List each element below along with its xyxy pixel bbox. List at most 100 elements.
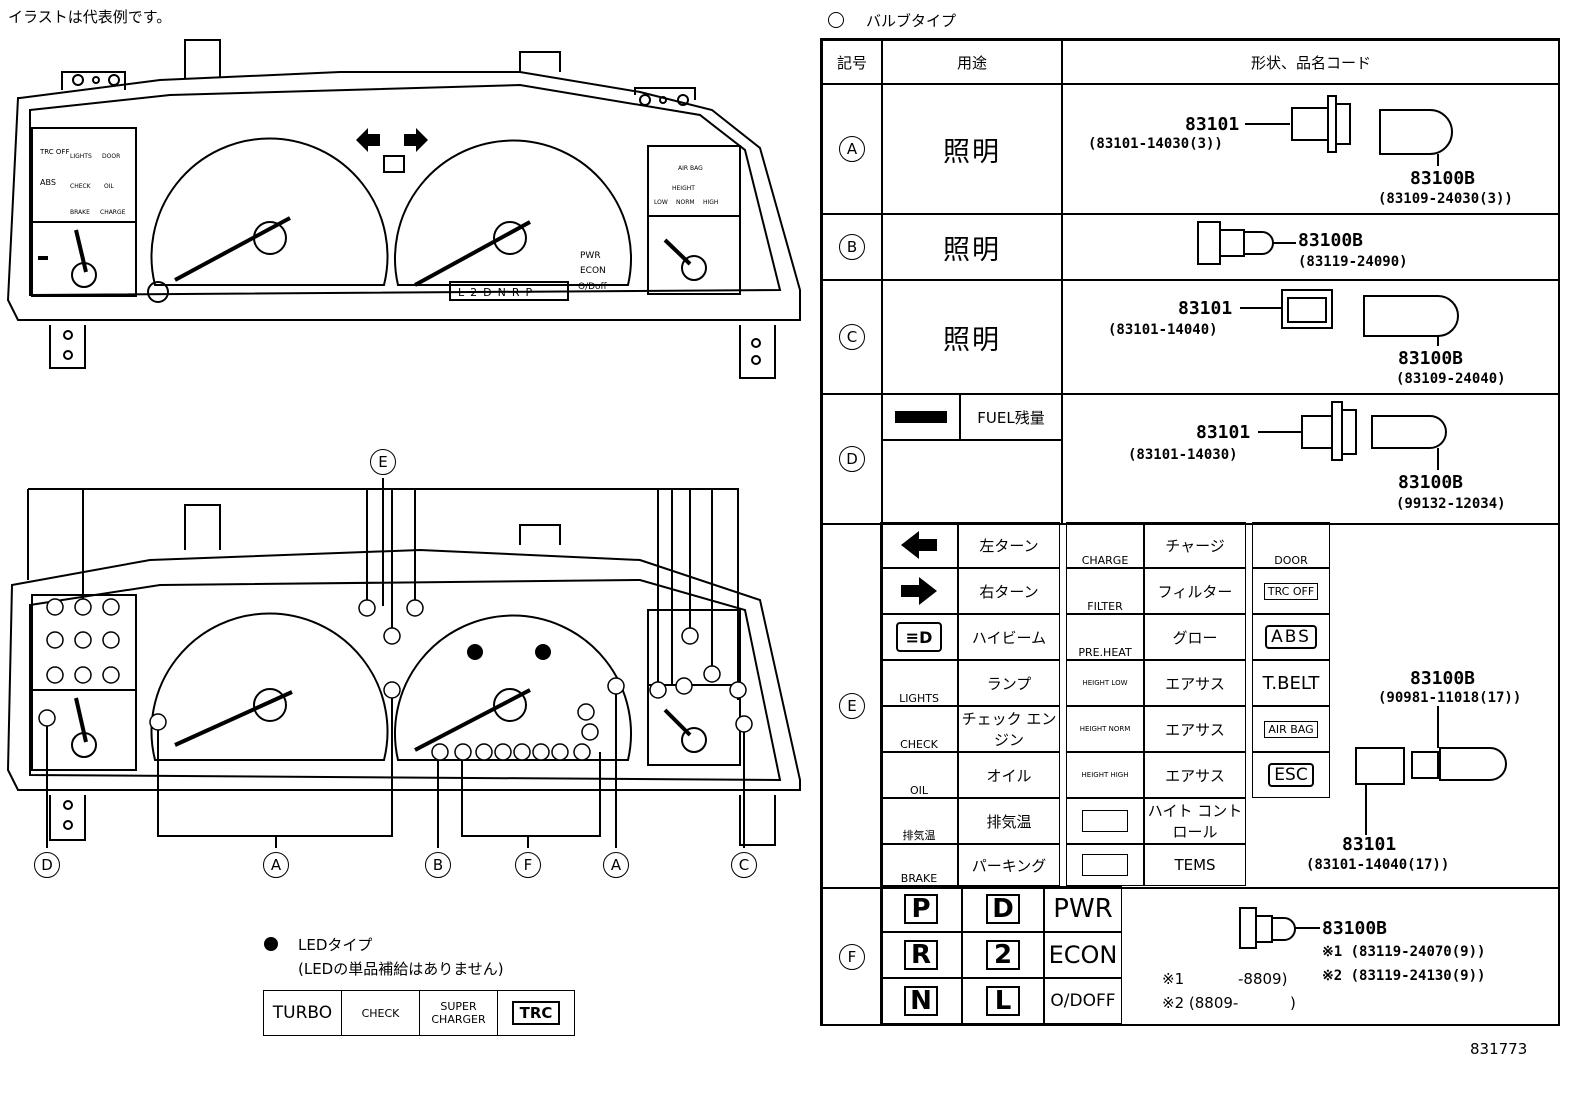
row-c-shape (1062, 280, 1560, 394)
f-cell-l: L (962, 978, 1044, 1024)
callout-e: E (370, 449, 396, 475)
c-part2: 83100B (1398, 348, 1464, 369)
d-part1: 83101 (1196, 422, 1251, 443)
callout-a-left: A (263, 852, 289, 878)
cluster-illustration-top: PWR ECON O/Doff L2DNRP TRC OFF ABS LIGHT… (6, 39, 801, 379)
led-trc: TRC (511, 1001, 561, 1025)
row-b-shape (1062, 214, 1560, 280)
airbag-label: AIR BAG (678, 165, 703, 172)
e-icon-height-norm: HEIGHT NORM (1066, 706, 1144, 752)
e-label-1: 右ターン (958, 568, 1060, 614)
e-icon-trc-off: TRC OFF (1252, 568, 1330, 614)
e-label2-5: エアサス (1144, 752, 1246, 798)
f-cell-n: N (880, 978, 962, 1024)
e-icon-charge: CHARGE (1066, 522, 1144, 568)
e-label2-0: チャージ (1144, 522, 1246, 568)
f-cell-p: P (880, 886, 962, 932)
callout-b: B (425, 852, 451, 878)
led-turbo: TURBO (264, 991, 342, 1035)
illustration-note: イラストは代表例です。 (8, 8, 172, 26)
th-symbol: 記号 (822, 40, 882, 84)
lights-label: LIGHTS (70, 153, 92, 160)
charge-label: CHARGE (100, 209, 126, 216)
d-code1: (83101-14030) (1128, 447, 1238, 463)
high-label: HIGH (703, 199, 718, 206)
e-label2-4: エアサス (1144, 706, 1246, 752)
row-d-shape (1062, 394, 1560, 524)
row-c-usage: 照明 (882, 280, 1062, 394)
e-label2-7: TEMS (1144, 844, 1246, 886)
e-icon-left-turn (880, 522, 958, 568)
b-code2: (83119-24090) (1298, 254, 1408, 270)
c-code2: (83109-24040) (1396, 371, 1506, 387)
e-code2: (90981-11018(17)) (1378, 690, 1522, 706)
e-icon-door: DOOR (1252, 522, 1330, 568)
th-shape: 形状、品名コード (1062, 40, 1560, 84)
oil-label: OIL (104, 183, 114, 190)
d-code2: (99132-12034) (1396, 496, 1506, 512)
row-f-body (882, 888, 1560, 1026)
e-icon-height-control (1066, 798, 1144, 844)
row-d-empty (882, 440, 1062, 524)
f-note1: ※1 (1162, 970, 1185, 988)
row-b-symbol: B (822, 214, 882, 280)
e-icon-brake: BRAKE (880, 844, 958, 886)
e-icon-airbag: AIR BAG (1252, 706, 1330, 752)
led-check: CHECK (342, 991, 420, 1035)
row-a-shape (1062, 84, 1560, 214)
e-label2-3: エアサス (1144, 660, 1246, 706)
e-icon-highbeam: ≡D (880, 614, 958, 660)
row-d-usage: FUEL残量 (960, 394, 1062, 440)
e-icon-filter: FILTER (1066, 568, 1144, 614)
e-icon-tems (1066, 844, 1144, 886)
f-cell-r: R (880, 932, 962, 978)
c-code1: (83101-14040) (1108, 322, 1218, 338)
f-code1: ※1 (83119-24070(9)) (1322, 944, 1486, 960)
e-code1: (83101-14040(17)) (1306, 857, 1450, 873)
e-label-5: オイル (958, 752, 1060, 798)
e-label2-6: ハイト コントロール (1144, 798, 1246, 844)
f-part2: 83100B (1322, 918, 1388, 939)
e-label-6: 排気温 (958, 798, 1060, 844)
e-label-0: 左ターン (958, 522, 1060, 568)
led-trc-wrap: TRC (498, 991, 574, 1035)
door-label: DOOR (102, 153, 120, 160)
callout-f: F (515, 852, 541, 878)
e-icon-right-turn (880, 568, 958, 614)
f-range1: -8809) (1238, 970, 1288, 988)
height-label: HEIGHT (672, 185, 695, 192)
e-icon-height-low: HEIGHT LOW (1066, 660, 1144, 706)
e-icon-height-high: HEIGHT HIGH (1066, 752, 1144, 798)
bulb-legend-circle (828, 12, 844, 28)
econ-label: ECON (580, 266, 606, 276)
cluster-illustration-bottom (6, 478, 801, 848)
f-range2-end: ) (1290, 994, 1296, 1012)
callout-a-right: A (603, 852, 629, 878)
th-usage: 用途 (882, 40, 1062, 84)
led-super-charger: SUPER CHARGER (420, 991, 498, 1035)
f-cell-2: 2 (962, 932, 1044, 978)
callout-d: D (34, 852, 60, 878)
led-dot (264, 937, 278, 951)
f-cell-pwr: PWR (1044, 886, 1122, 932)
brake-label: BRAKE (70, 209, 90, 216)
f-cell-d: D (962, 886, 1044, 932)
f-code2: ※2 (83119-24130(9)) (1322, 968, 1486, 984)
row-a-symbol: A (822, 84, 882, 214)
e-icon-tbelt: T.BELT (1252, 660, 1330, 706)
a-code1: (83101-14030(3)) (1088, 136, 1223, 152)
low-label: LOW (654, 199, 668, 206)
norm-label: NORM (676, 199, 695, 206)
a-code2: (83109-24030(3)) (1378, 191, 1513, 207)
check-label: CHECK (70, 183, 92, 190)
pwr-label: PWR (580, 251, 601, 261)
f-cell-od: O/DOFF (1044, 978, 1122, 1024)
abs-label: ABS (40, 178, 56, 187)
e-icon-abs: ABS (1252, 614, 1330, 660)
e-label2-2: グロー (1144, 614, 1246, 660)
a-part2: 83100B (1410, 168, 1476, 189)
callout-c: C (731, 852, 757, 878)
e-label-7: パーキング (958, 844, 1060, 886)
row-d-fuel-bar (882, 394, 960, 440)
